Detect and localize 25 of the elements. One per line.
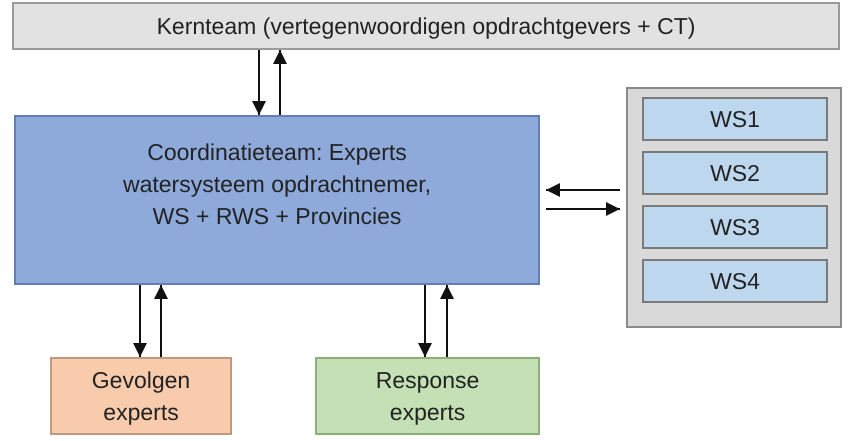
arrow — [546, 183, 620, 197]
box-label: WS2 — [710, 158, 760, 188]
process-box — [14, 115, 540, 285]
box-label: WS3 — [710, 212, 760, 242]
box-label: Kernteam (vertegenwoordigen opdrachtgevers + CT) — [156, 12, 696, 41]
group-panel — [626, 87, 842, 328]
process-box — [642, 259, 828, 303]
arrow — [154, 285, 168, 357]
box-label: Response experts — [376, 366, 480, 427]
arrow — [252, 50, 266, 115]
arrow — [546, 202, 620, 216]
process-box — [642, 205, 828, 249]
arrow — [418, 285, 432, 357]
box-label: WS1 — [710, 104, 760, 134]
arrow — [273, 50, 287, 115]
process-box — [315, 357, 540, 435]
header-box — [12, 2, 840, 50]
process-box — [642, 97, 828, 141]
arrow — [133, 285, 147, 357]
process-box — [642, 151, 828, 195]
process-box — [50, 357, 232, 435]
arrow — [440, 285, 454, 357]
box-label: Gevolgen experts — [90, 366, 192, 427]
box-label: WS4 — [710, 266, 760, 296]
box-label: Coordinatieteam: Experts watersysteem opdrachtnemer, WS + RWS + Provincies — [122, 138, 432, 232]
